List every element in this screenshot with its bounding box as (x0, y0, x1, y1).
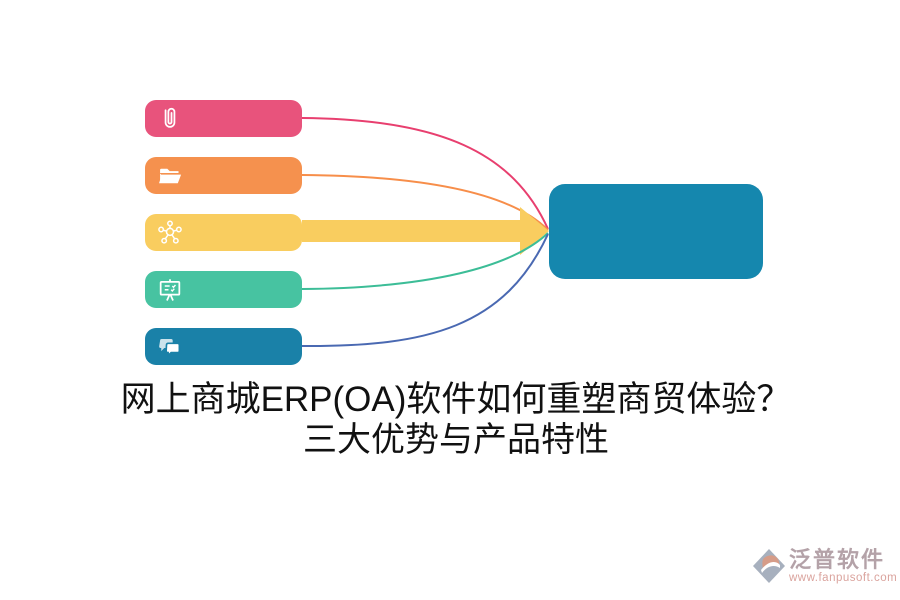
emphasis-arrow (302, 207, 549, 255)
feature-bar-3 (145, 214, 302, 251)
watermark-url: www.fanpusoft.com (789, 572, 898, 584)
feature-bar-4 (145, 271, 302, 308)
connector-curve-1 (301, 117, 549, 230)
open-folder-icon (156, 162, 184, 190)
network-nodes-icon (156, 219, 184, 247)
watermark: 泛普软件 www.fanpusoft.com (752, 548, 897, 585)
title-line-1: 网上商城ERP(OA)软件如何重塑商贸体验？ (120, 380, 792, 419)
chat-bubbles-icon (156, 333, 184, 361)
connector-curve-5 (301, 233, 549, 348)
title-block: 网上商城ERP(OA)软件如何重塑商贸体验？ 三大优势与产品特性 (6, 379, 900, 460)
presentation-board-icon (156, 276, 184, 304)
paperclip-icon (156, 105, 184, 133)
watermark-brand: 泛普软件 (789, 547, 886, 572)
target-box (549, 184, 763, 279)
feature-bar-5 (145, 328, 302, 365)
feature-bar-1 (145, 100, 302, 137)
fanpu-logo-icon (752, 548, 786, 584)
feature-bar-2 (145, 157, 302, 194)
title-line-2: 三大优势与产品特性 (303, 421, 609, 459)
connector-curve-4 (301, 232, 549, 290)
